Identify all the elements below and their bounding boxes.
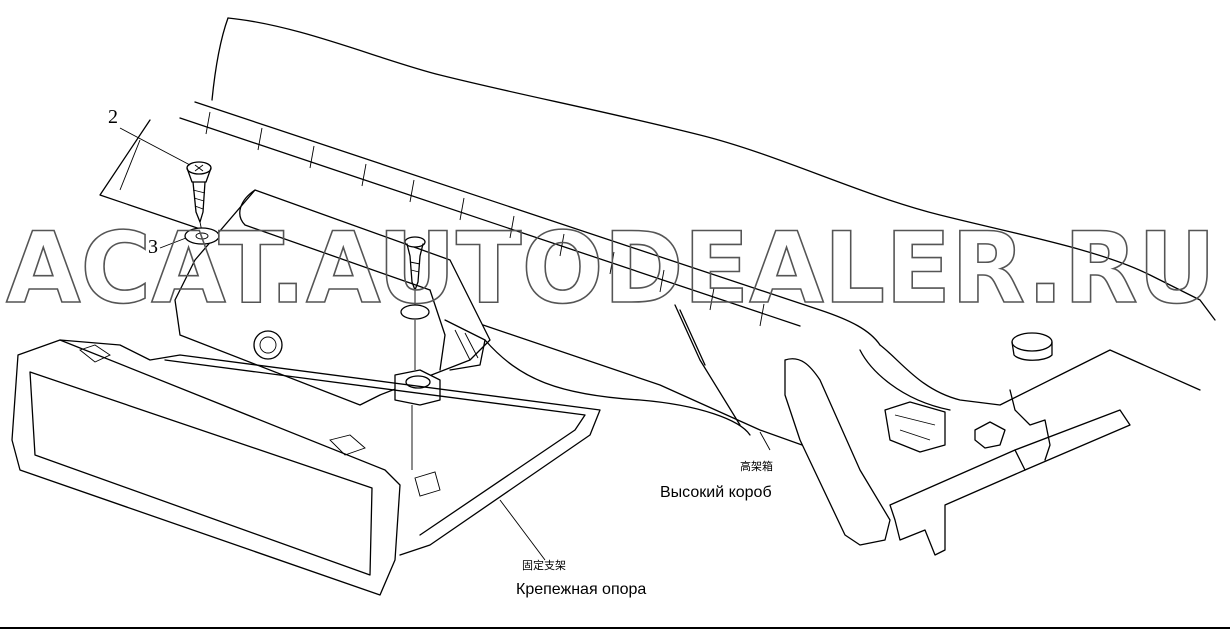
small-fastener <box>974 421 1006 449</box>
screw-leader <box>119 127 191 166</box>
vertical-trim <box>674 304 741 426</box>
dashboard-rail-top <box>194 101 881 346</box>
side-bracket-flange <box>1014 409 1131 471</box>
glovebox-tray-floor-inner <box>164 359 586 536</box>
washer-leader <box>159 237 187 249</box>
body-panel-outline <box>227 17 1216 321</box>
dashboard-rail-low <box>99 119 831 456</box>
rail-ribs <box>205 111 765 327</box>
tray-clip <box>414 471 441 497</box>
screw-part <box>186 161 212 223</box>
washer-part <box>184 227 220 245</box>
high-box-hole-inner <box>259 336 277 354</box>
high-box-leader <box>759 431 771 451</box>
body-panel-left-edge <box>211 17 229 101</box>
cable-strap <box>484 339 751 436</box>
dashboard-rail-inner <box>119 139 141 191</box>
side-bracket-channel <box>889 449 1026 556</box>
high-box-hole <box>253 330 283 360</box>
glovebox-tray-front <box>11 339 401 596</box>
high-box-side <box>429 289 446 371</box>
dashboard-rail-mid <box>179 117 801 327</box>
label-high-box-cn: 高架箱 <box>740 460 773 473</box>
label-bracket-ru: Крепежная опора <box>516 581 647 598</box>
label-bracket-cn: 固定支架 <box>522 559 566 572</box>
console-edge <box>879 344 1201 406</box>
tray-latch-left <box>79 344 111 363</box>
side-bracket <box>784 358 891 546</box>
console-edge-lower <box>859 349 951 411</box>
console-knob-body <box>1011 341 1053 361</box>
glovebox-tray-floor <box>59 339 601 556</box>
tray-latch-right <box>329 434 366 456</box>
bracket-leader <box>499 499 546 561</box>
console-pillar <box>1009 389 1051 461</box>
glovebox-tray-front-inner <box>29 371 373 576</box>
second-washer <box>400 304 430 320</box>
high-box-body <box>174 189 491 406</box>
console-knob-top <box>1011 332 1053 352</box>
high-box-top-edge <box>239 189 431 291</box>
bottom-border <box>0 627 1230 629</box>
clip-housing <box>884 401 946 453</box>
callout-screw: 2 <box>108 106 118 128</box>
label-high-box-ru: Высокий короб <box>660 484 772 501</box>
hinge <box>444 319 486 371</box>
callout-washer: 3 <box>148 236 158 258</box>
